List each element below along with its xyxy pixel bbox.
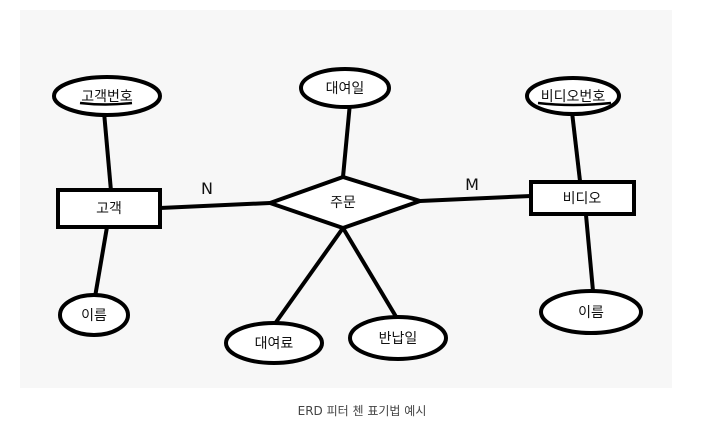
line-video-id bbox=[570, 111, 582, 182]
connectors bbox=[93, 102, 595, 327]
attr-video-name-shape bbox=[539, 289, 643, 335]
relationship-order-label: 주문 bbox=[330, 195, 356, 211]
cardinality-n-label: N bbox=[201, 179, 213, 198]
attr-customer-name-shape bbox=[58, 293, 130, 337]
line-customer-id bbox=[102, 111, 113, 192]
attr-rent-fee-shape bbox=[224, 321, 324, 365]
attr-return-date-shape bbox=[348, 315, 448, 361]
attr-return-date-label: 반납일 bbox=[379, 331, 418, 347]
line-rent-fee bbox=[272, 226, 345, 327]
entity-video-shape bbox=[529, 180, 636, 216]
figure-caption: ERD 피터 첸 표기법 예시 bbox=[297, 404, 427, 418]
attr-rent-date-label: 대여일 bbox=[326, 81, 365, 97]
relationship-order-shape bbox=[263, 174, 427, 231]
line-video-name bbox=[584, 214, 595, 292]
attr-video-name-label: 이름 bbox=[578, 305, 604, 321]
line-rent-date bbox=[341, 102, 352, 178]
attr-video-id-label: 비디오번호 bbox=[541, 89, 606, 105]
line-customer-order bbox=[159, 201, 271, 210]
entity-video-label: 비디오 bbox=[563, 191, 602, 207]
attr-customer-name-label: 이름 bbox=[81, 308, 107, 324]
line-order-video bbox=[419, 194, 532, 203]
key-underline-video-id bbox=[537, 101, 612, 107]
line-return-date bbox=[341, 226, 400, 322]
cardinality-m-label: M bbox=[465, 175, 479, 194]
entity-customer-label: 고객 bbox=[96, 201, 122, 217]
entity-customer-shape bbox=[56, 188, 162, 229]
key-underline-customer-id bbox=[79, 101, 133, 106]
attr-customer-id-label: 고객번호 bbox=[81, 89, 133, 105]
line-customer-name bbox=[93, 226, 109, 298]
attr-rent-fee-label: 대여료 bbox=[255, 336, 294, 352]
attr-rent-date-shape bbox=[299, 67, 391, 109]
attr-customer-id-shape bbox=[52, 75, 162, 117]
